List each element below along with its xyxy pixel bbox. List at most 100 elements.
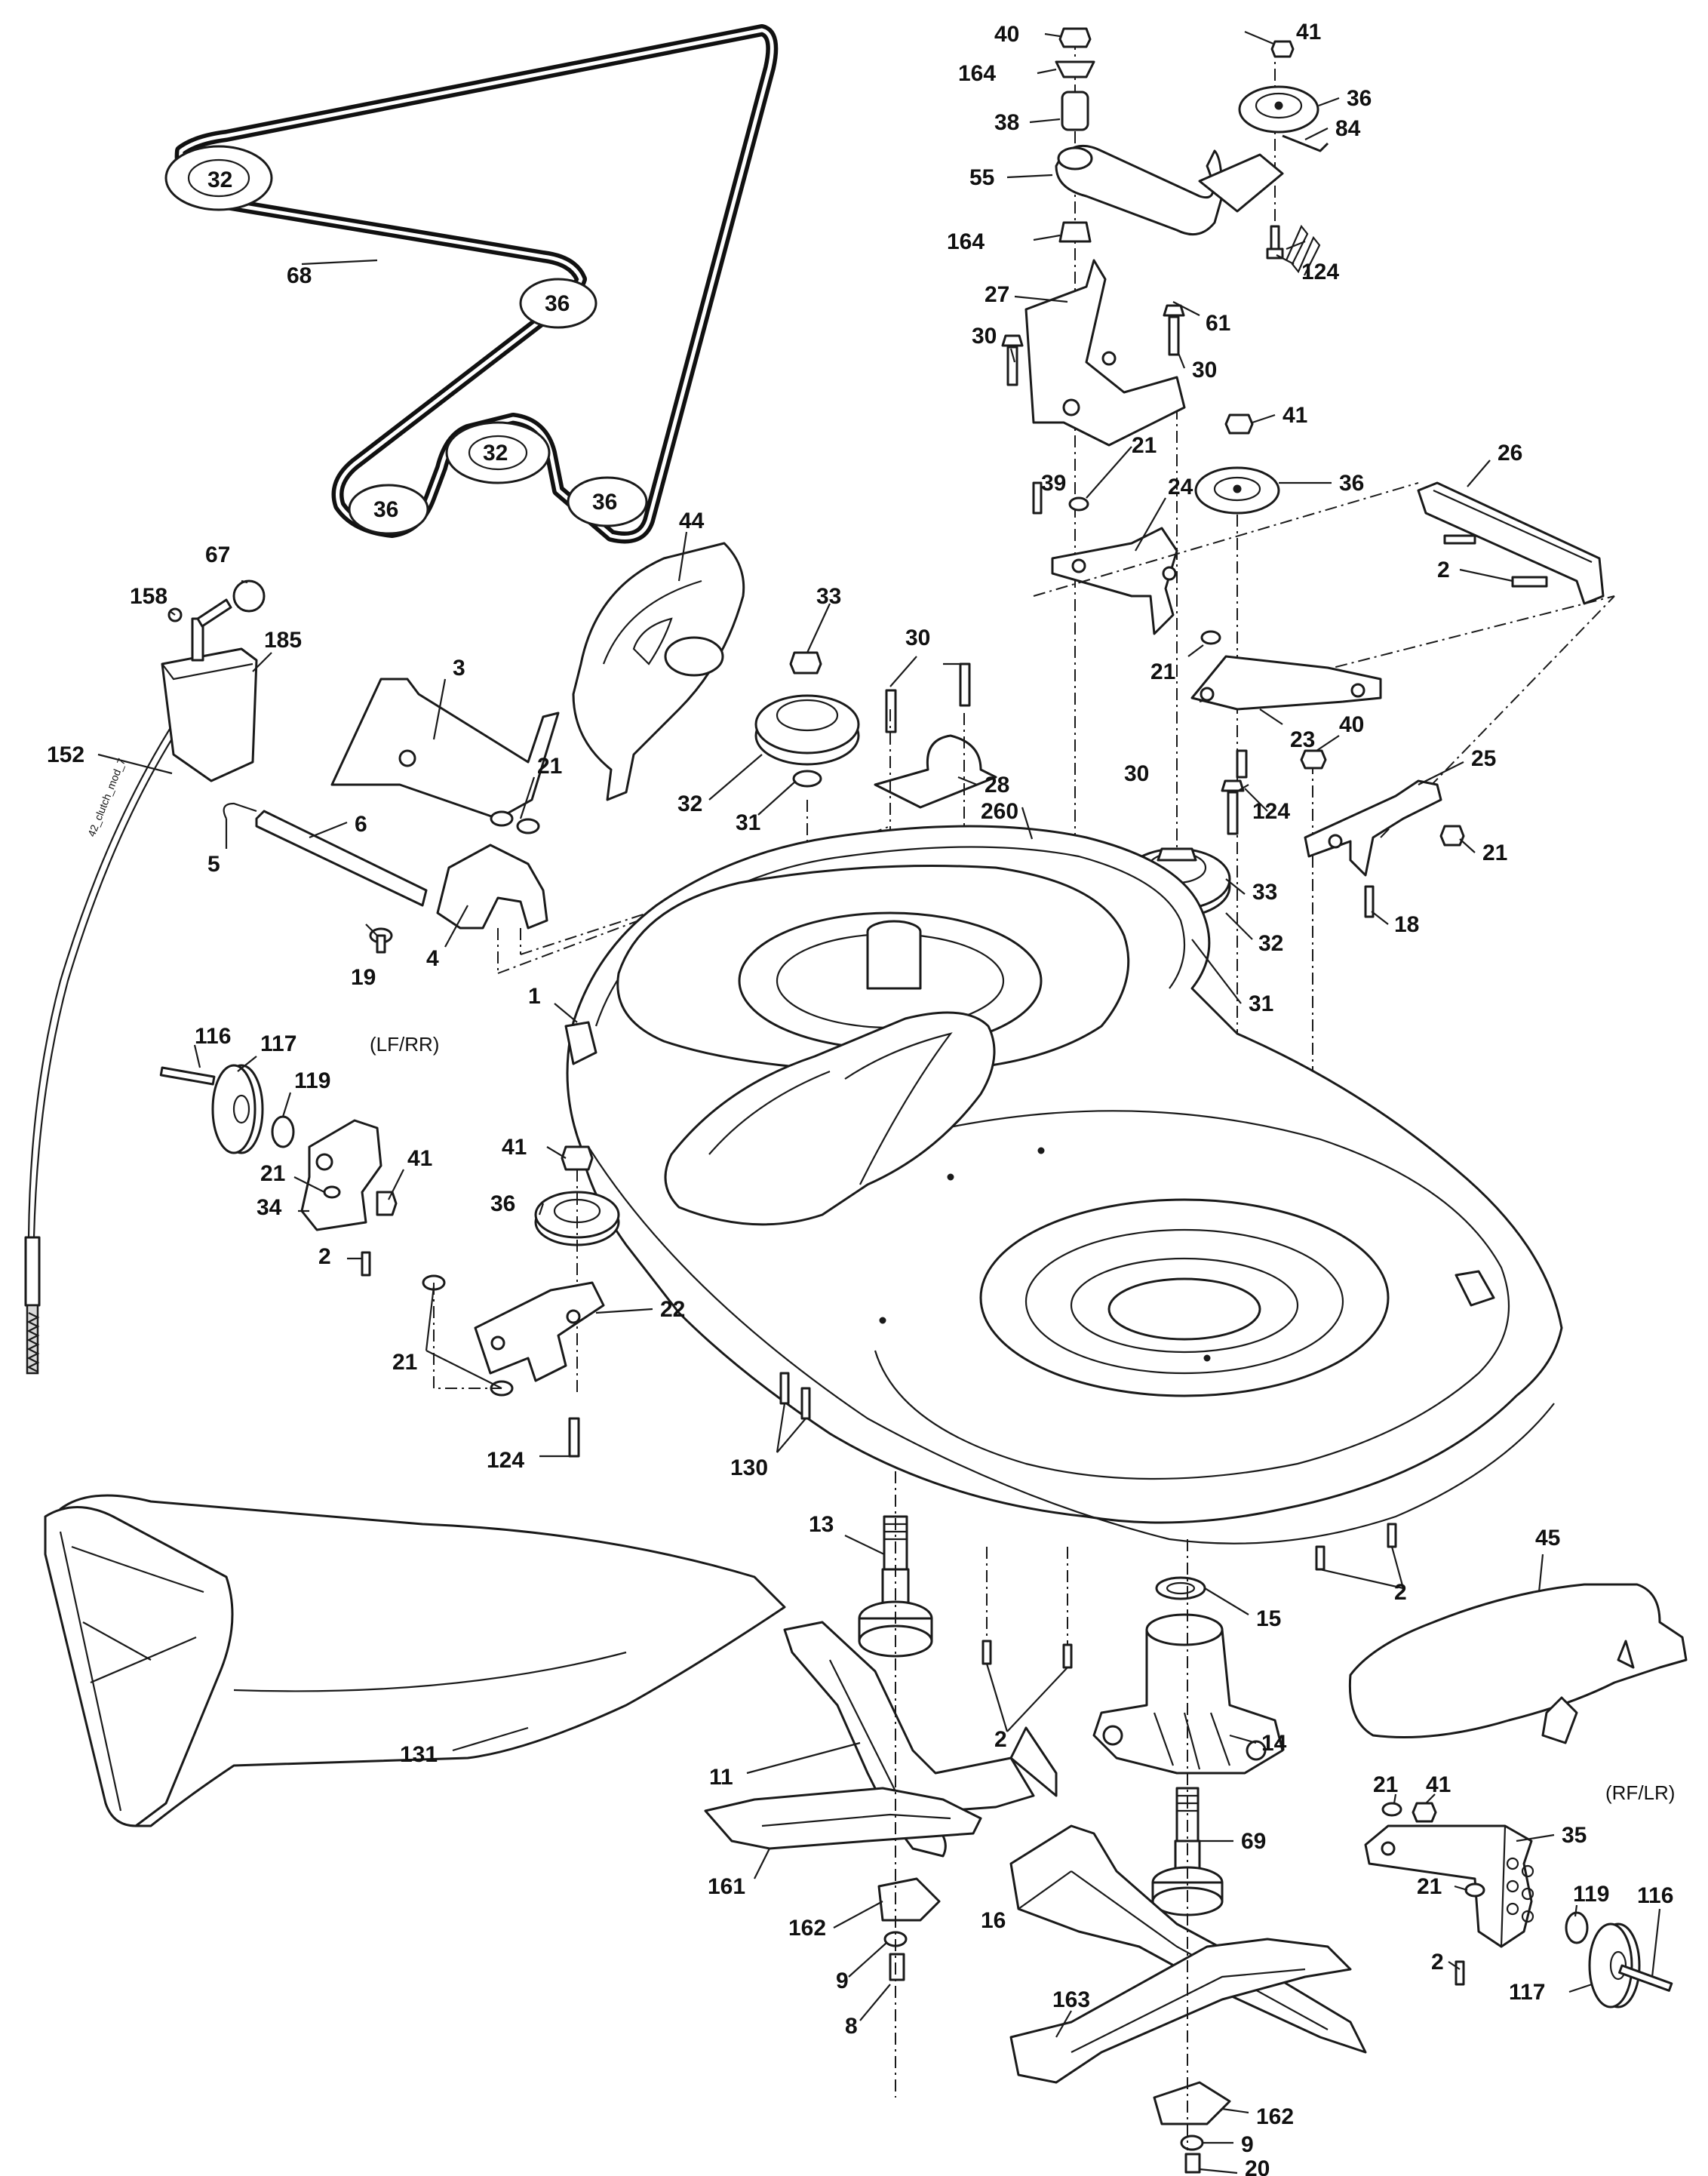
label-36-top: 36	[1347, 86, 1372, 111]
label-8: 8	[845, 2014, 858, 2039]
washer-31-a	[792, 770, 822, 788]
bolt-2-d1	[1315, 1545, 1326, 1571]
bolt-2-e	[1455, 1960, 1465, 1986]
label-124-b: 124	[1252, 799, 1290, 824]
label-84: 84	[1335, 116, 1361, 141]
label-164-mid: 164	[947, 229, 985, 254]
bolt-30-d2	[959, 662, 971, 707]
label-22: 22	[660, 1297, 685, 1322]
right-bracket-group	[1033, 481, 1615, 1132]
label-rf-lr: (RF/LR)	[1605, 1781, 1675, 1804]
label-117-left: 117	[260, 1031, 296, 1056]
label-19: 19	[351, 965, 376, 990]
bolt-124-c	[568, 1417, 580, 1458]
blade-adapter-162a	[877, 1877, 941, 1922]
bolt-2-b	[361, 1251, 371, 1277]
label-36-b: 36	[1339, 471, 1364, 496]
clip-5	[223, 802, 257, 819]
belt-assembly	[164, 24, 779, 544]
label-39: 39	[1041, 471, 1066, 496]
bushing-164-top	[1055, 60, 1095, 78]
label-260: 260	[981, 799, 1018, 824]
washer-21-e	[323, 1185, 341, 1199]
nut-21-d2	[516, 818, 540, 834]
label-21-c: 21	[1482, 841, 1507, 865]
label-28: 28	[985, 773, 1009, 798]
label-21-d: 21	[537, 754, 562, 779]
label-152: 152	[47, 742, 84, 767]
label-16: 16	[981, 1908, 1006, 1933]
belt-pulley-32b	[445, 421, 551, 484]
label-41-e: 41	[1426, 1772, 1451, 1797]
label-33-b: 33	[1252, 880, 1277, 905]
label-26: 26	[1498, 441, 1522, 466]
leader-lines	[97, 30, 1661, 2174]
cable-spring	[26, 1312, 40, 1372]
label-21-g: 21	[1373, 1772, 1398, 1797]
washer-21-b	[1200, 630, 1221, 645]
label-belt-36c: 36	[592, 490, 617, 515]
label-161: 161	[708, 1874, 745, 1899]
nut-40-top	[1058, 27, 1092, 48]
washer-119-left	[271, 1115, 295, 1148]
bracket-26	[1417, 481, 1605, 605]
plate-23	[1190, 655, 1382, 711]
label-30-a: 30	[972, 324, 997, 349]
label-27: 27	[985, 282, 1009, 307]
label-20: 20	[1245, 2156, 1270, 2176]
nut-33-a	[789, 651, 822, 675]
label-25: 25	[1471, 746, 1496, 771]
label-2-d: 2	[1394, 1580, 1407, 1605]
label-2-a: 2	[1437, 558, 1450, 582]
label-67: 67	[205, 542, 230, 567]
label-13: 13	[809, 1512, 834, 1537]
label-4: 4	[426, 946, 439, 971]
bolt-130-b	[800, 1387, 811, 1420]
label-21-b: 21	[1150, 659, 1175, 684]
spacer-38	[1061, 91, 1089, 131]
nut-21-c	[1439, 825, 1465, 847]
label-41-b: 41	[1283, 403, 1307, 428]
left-deck-bracket	[422, 1145, 811, 1458]
discharge-chute-131	[44, 1494, 786, 1827]
label-belt-32b: 32	[483, 441, 508, 466]
label-3: 3	[453, 656, 465, 681]
bolt-130-a	[779, 1372, 790, 1405]
bolt-39	[1032, 481, 1043, 515]
bolt-8	[889, 1953, 905, 1981]
label-32-a: 32	[677, 791, 702, 816]
washer-21-g	[1381, 1802, 1402, 1817]
bolt-18	[1364, 885, 1375, 918]
bracket-24	[1051, 527, 1178, 635]
bolt-124-b	[1236, 749, 1248, 779]
nut-41-d	[561, 1145, 594, 1171]
washer-21-a	[1068, 496, 1089, 512]
label-119-left: 119	[294, 1068, 330, 1093]
bolt-20	[1184, 2153, 1201, 2174]
label-2-b: 2	[318, 1244, 331, 1269]
label-130: 130	[730, 1455, 768, 1480]
label-30-c: 30	[1124, 761, 1149, 786]
left-wheel-assembly	[159, 1064, 398, 1277]
label-belt-36a: 36	[545, 291, 570, 316]
blade-163	[1009, 1938, 1352, 2084]
cable-end	[24, 1236, 41, 1307]
label-belt-32a: 32	[207, 168, 232, 192]
label-36-c: 36	[490, 1191, 515, 1216]
label-61: 61	[1206, 311, 1230, 336]
bracket-84	[1282, 134, 1329, 152]
label-14: 14	[1261, 1731, 1287, 1756]
label-6: 6	[355, 812, 367, 837]
label-23: 23	[1290, 727, 1315, 752]
guard-45	[1348, 1583, 1688, 1744]
label-131: 131	[400, 1742, 438, 1767]
label-30-d: 30	[905, 625, 930, 650]
nut-41-top	[1270, 40, 1295, 58]
blade-adapter-162b	[1153, 2081, 1231, 2125]
label-21-a: 21	[1132, 433, 1157, 458]
bolt-30-c	[1227, 791, 1239, 835]
bolt-2-d2	[1387, 1523, 1397, 1548]
label-31-b: 31	[1249, 991, 1273, 1016]
nut-41-c	[376, 1191, 398, 1216]
